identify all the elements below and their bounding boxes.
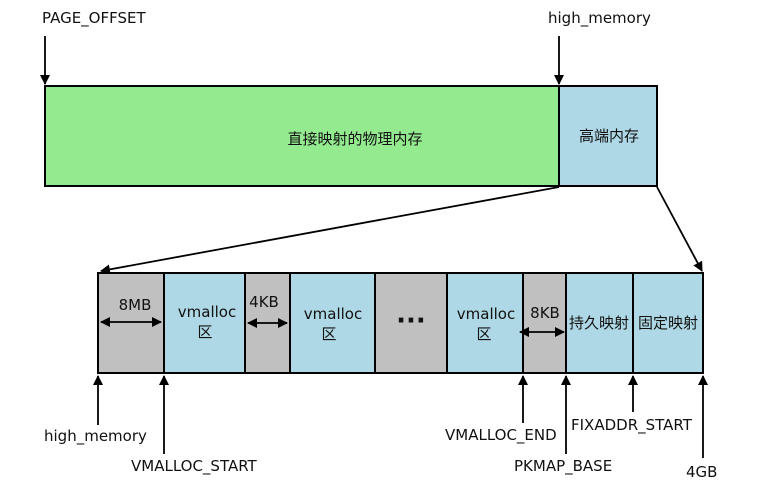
vmalloc-start-label: VMALLOC_START — [131, 457, 258, 476]
expand-right-arrow — [656, 186, 703, 272]
gap-8mb-box — [97, 272, 165, 374]
vmalloc-box-3 — [446, 272, 524, 374]
direct-mapped-region — [44, 85, 560, 187]
fixed-map-box — [632, 272, 704, 374]
vmalloc-1-label-line2: 区 — [197, 323, 212, 341]
ellipsis-label: ··· — [396, 306, 426, 336]
fixed-map-label: 固定映射 — [638, 314, 698, 332]
expand-left-arrow — [100, 186, 560, 275]
vmalloc-2-label-line1: vmalloc — [304, 305, 362, 323]
vmalloc-2-label-line2: 区 — [321, 325, 336, 343]
high-memory-top-label: high_memory — [548, 9, 651, 28]
gap-8kb-label: 8KB — [530, 304, 560, 322]
high-memory-region — [558, 85, 658, 187]
vmalloc-box-1 — [163, 272, 246, 374]
fixaddr-start-label: FIXADDR_START — [571, 416, 693, 435]
vmalloc-1-label-line1: vmalloc — [178, 303, 236, 321]
end-4gb-label: 4GB — [686, 463, 717, 481]
high-memory-region-label: 高端内存 — [579, 127, 639, 145]
vmalloc-end-label: VMALLOC_END — [445, 426, 557, 445]
vmalloc-box-2 — [289, 272, 376, 374]
gap-8kb-box — [522, 272, 567, 374]
gap-4kb-label: 4KB — [249, 293, 279, 311]
page-offset-label: PAGE_OFFSET — [42, 9, 146, 28]
high-memory-bottom-label: high_memory — [44, 427, 147, 446]
direct-mapped-label: 直接映射的物理内存 — [287, 130, 422, 148]
vmalloc-3-label-line1: vmalloc — [457, 305, 515, 323]
pkmap-base-label: PKMAP_BASE — [514, 457, 612, 476]
vmalloc-3-label-line2: 区 — [476, 325, 491, 343]
persistent-map-box — [565, 272, 634, 374]
persistent-map-label: 持久映射 — [569, 314, 629, 332]
gap-8mb-label: 8MB — [119, 296, 152, 314]
